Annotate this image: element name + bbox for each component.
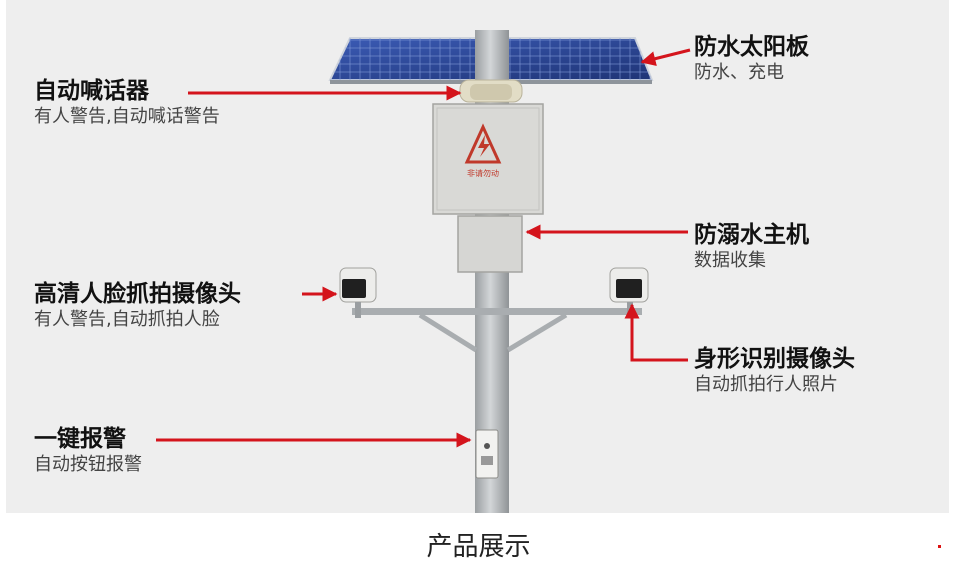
callout-sub: 防水、充电	[694, 62, 784, 83]
callout-sub: 自动抓拍行人照片	[694, 374, 838, 395]
callout-title: 身形识别摄像头	[694, 346, 855, 372]
callout-title: 防水太阳板	[694, 34, 809, 60]
host-box	[457, 215, 523, 273]
caption: 产品展示	[426, 532, 531, 562]
body-recognition-camera	[609, 267, 649, 314]
callout-solar: 防水太阳板 防水、充电	[694, 33, 809, 85]
decorative-dot	[938, 545, 941, 548]
callout-title: 自动喊话器	[34, 78, 149, 104]
callout-alarm: 一键报警 自动按钮报警	[34, 425, 142, 477]
speaker-device	[459, 79, 523, 103]
callout-sub: 自动按钮报警	[34, 454, 142, 475]
arrow-solar	[640, 48, 691, 67]
callout-title: 高清人脸抓拍摄像头	[34, 281, 241, 307]
callout-hd-camera: 高清人脸抓拍摄像头 有人警告,自动抓拍人脸	[34, 280, 241, 332]
callout-title: 一键报警	[34, 426, 126, 452]
callout-speaker: 自动喊话器 有人警告,自动喊话警告	[34, 77, 220, 129]
alarm-button-device	[475, 429, 499, 479]
callout-sub: 有人警告,自动抓拍人脸	[34, 309, 220, 330]
callout-sub: 有人警告,自动喊话警告	[34, 106, 220, 127]
high-voltage-warning-icon	[464, 123, 502, 164]
callout-host: 防溺水主机 数据收集	[694, 221, 809, 273]
control-box: 非请勿动	[432, 103, 544, 215]
arrow-body-camera	[624, 303, 688, 362]
hd-face-camera	[339, 267, 377, 318]
callout-title: 防溺水主机	[694, 222, 809, 248]
callout-sub: 数据收集	[694, 250, 766, 271]
camera-arm	[352, 308, 642, 353]
box-sign: 非请勿动	[467, 168, 499, 178]
callout-body-camera: 身形识别摄像头 自动抓拍行人照片	[694, 345, 855, 397]
